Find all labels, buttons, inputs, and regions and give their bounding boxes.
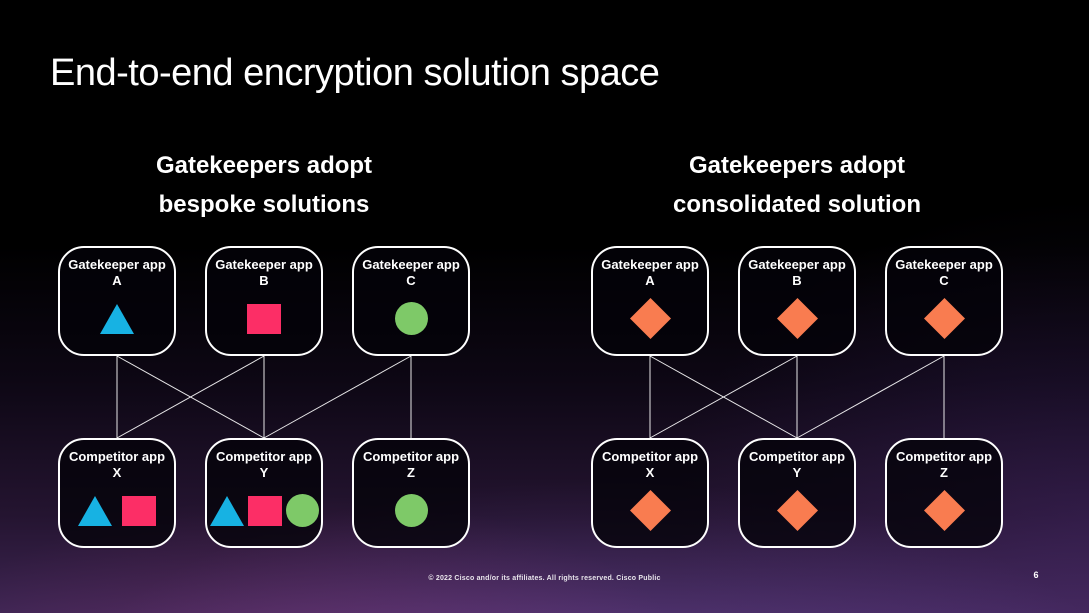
consolidated-heading-line2: consolidated solution [672,191,921,218]
app-box-label-line2: Y [259,465,269,480]
app-box-label-line2: C [406,273,416,288]
diamond-icon [629,489,671,532]
bespoke-heading-line1: Gatekeepers adopt [155,152,373,179]
connector-line-bespoke-2 [116,355,265,439]
app-box-label-line2: C [939,273,949,288]
square-icon [247,495,282,526]
triangle-icon [209,495,244,526]
consolidated-heading-line1: Gatekeepers adopt [688,152,906,179]
shape-row [593,289,707,354]
app-box-label-line1: Competitor app [601,449,699,464]
app-box-label-line2: Z [407,465,415,480]
shape-row [60,481,174,546]
app-box-label-line1: Competitor app [748,449,846,464]
diamond-icon [776,489,818,532]
app-box-label-line1: Competitor app [215,449,313,464]
bespoke-heading: Gatekeepers adopt bespoke solutions [58,146,470,224]
diamond-icon [776,297,818,340]
shape-row [354,289,468,354]
app-box-label-line2: X [645,465,655,480]
app-box-label-line2: B [792,273,802,288]
connector-line-consolidated-2 [649,355,798,439]
app-box-label-line1: Gatekeeper app [748,257,846,272]
square-icon [247,303,281,334]
app-box-label-line1: Gatekeeper app [215,257,313,272]
shape-row [887,289,1001,354]
app-box-label-line2: A [112,273,122,288]
app-box-label-line2: X [112,465,122,480]
shape-row [60,289,174,354]
app-box-label-line1: Competitor app [362,449,460,464]
triangle-icon [78,495,112,526]
shape-row [354,481,468,546]
app-box-label-line2: A [645,273,655,288]
triangle-icon [100,303,134,334]
app-box-label-line1: Gatekeeper app [362,257,460,272]
page-number: 6 [1033,570,1039,580]
connector-line-consolidated-4 [796,355,945,439]
shape-row [207,481,321,546]
app-box-label-line1: Gatekeeper app [895,257,993,272]
shape-row [207,289,321,354]
diamond-icon [923,489,965,532]
shape-row [887,481,1001,546]
diamond-icon [629,297,671,340]
app-box-label-line2: B [259,273,269,288]
app-box-label-line1: Competitor app [68,449,166,464]
circle-icon [394,494,428,527]
copyright-footer: © 2022 Cisco and/or its affiliates. All … [428,575,661,582]
consolidated-heading: Gatekeepers adopt consolidated solution [591,146,1003,224]
bespoke-heading-line2: bespoke solutions [158,191,370,218]
square-icon [122,495,156,526]
circle-icon [394,302,428,335]
app-box-label-line1: Competitor app [895,449,993,464]
circle-icon [285,494,319,527]
slide-title: End-to-end encryption solution space [50,52,660,94]
connector-line-bespoke-4 [263,355,412,439]
shape-row [740,289,854,354]
app-box-label-line2: Y [792,465,802,480]
app-box-label-line1: Gatekeeper app [601,257,699,272]
app-box-label-line2: Z [940,465,948,480]
shape-row [593,481,707,546]
app-box-label-line1: Gatekeeper app [68,257,166,272]
shape-row [740,481,854,546]
diamond-icon [923,297,965,340]
